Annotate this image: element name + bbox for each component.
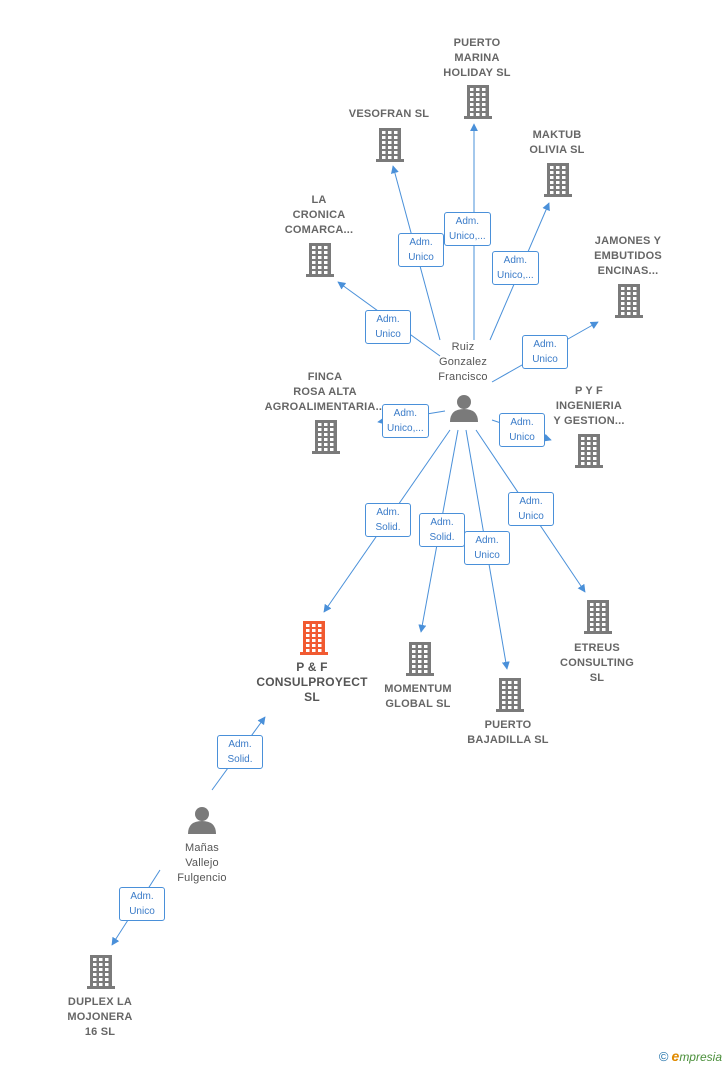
- edge-label-ruiz-to-momentum[interactable]: Adm. Solid.: [419, 513, 465, 547]
- edge-label-ruiz-to-finca[interactable]: Adm. Unico,...: [382, 404, 429, 438]
- empresia-brand[interactable]: ©empresia: [659, 1048, 722, 1064]
- building-icon-finca[interactable]: [312, 420, 340, 454]
- building-icon-pf[interactable]: [300, 621, 328, 655]
- building-icon-puerto_marina[interactable]: [464, 85, 492, 119]
- node-label-momentum[interactable]: MOMENTUM GLOBAL SL: [384, 683, 452, 710]
- node-label-bajadilla[interactable]: PUERTO BAJADILLA SL: [467, 719, 549, 746]
- node-label-vesofran[interactable]: VESOFRAN SL: [348, 108, 430, 120]
- node-label-puerto_marina[interactable]: PUERTO MARINA HOLIDAY SL: [443, 37, 511, 79]
- building-icon-bajadilla[interactable]: [496, 678, 524, 712]
- node-label-jamones[interactable]: JAMONES Y EMBUTIDOS ENCINAS...: [594, 235, 662, 277]
- building-icon-cronica[interactable]: [306, 243, 334, 277]
- building-icon-jamones[interactable]: [615, 284, 643, 318]
- node-label-maktub[interactable]: MAKTUB OLIVIA SL: [529, 129, 585, 156]
- edge-label-manas-to-pf[interactable]: Adm. Solid.: [217, 735, 263, 769]
- icons-layer: [87, 85, 643, 989]
- edge-label-ruiz-to-etreus[interactable]: Adm. Unico: [508, 492, 554, 526]
- edge-label-ruiz-to-vesofran[interactable]: Adm. Unico: [398, 233, 444, 267]
- brand-first-letter: e: [671, 1048, 680, 1064]
- node-label-ruiz[interactable]: Ruiz Gonzalez Francisco: [438, 341, 488, 383]
- node-label-pyf[interactable]: P Y F INGENIERIA Y GESTION...: [553, 385, 625, 427]
- building-icon-duplex[interactable]: [87, 955, 115, 989]
- person-icon-ruiz[interactable]: [450, 395, 478, 422]
- building-icon-etreus[interactable]: [584, 600, 612, 634]
- edge-label-ruiz-to-maktub[interactable]: Adm. Unico,...: [492, 251, 539, 285]
- edge-label-ruiz-to-bajadilla[interactable]: Adm. Unico: [464, 531, 510, 565]
- edge-label-ruiz-to-jamones[interactable]: Adm. Unico: [522, 335, 568, 369]
- edge-label-ruiz-to-pf[interactable]: Adm. Solid.: [365, 503, 411, 537]
- node-label-cronica[interactable]: LA CRONICA COMARCA...: [284, 194, 354, 236]
- edge-label-ruiz-to-puerto_marina[interactable]: Adm. Unico,...: [444, 212, 491, 246]
- copyright-icon: ©: [658, 1049, 669, 1064]
- node-label-finca[interactable]: FINCA ROSA ALTA AGROALIMENTARIA...: [264, 371, 386, 413]
- node-label-manas[interactable]: Mañas Vallejo Fulgencio: [177, 842, 227, 884]
- building-icon-pyf[interactable]: [575, 434, 603, 468]
- node-label-pf[interactable]: P & F CONSULPROYECT SL: [256, 660, 368, 704]
- building-icon-momentum[interactable]: [406, 642, 434, 676]
- node-label-duplex[interactable]: DUPLEX LA MOJONERA 16 SL: [67, 996, 133, 1038]
- brand-name: mpresia: [679, 1050, 722, 1064]
- edges-layer: [111, 123, 599, 946]
- edge-label-ruiz-to-pyf[interactable]: Adm. Unico: [499, 413, 545, 447]
- edge-label-ruiz-to-cronica[interactable]: Adm. Unico: [365, 310, 411, 344]
- node-label-etreus[interactable]: ETREUS CONSULTING SL: [560, 642, 634, 684]
- building-icon-maktub[interactable]: [544, 163, 572, 197]
- edge-label-manas-to-duplex[interactable]: Adm. Unico: [119, 887, 165, 921]
- building-icon-vesofran[interactable]: [376, 128, 404, 162]
- person-icon-manas[interactable]: [188, 807, 216, 834]
